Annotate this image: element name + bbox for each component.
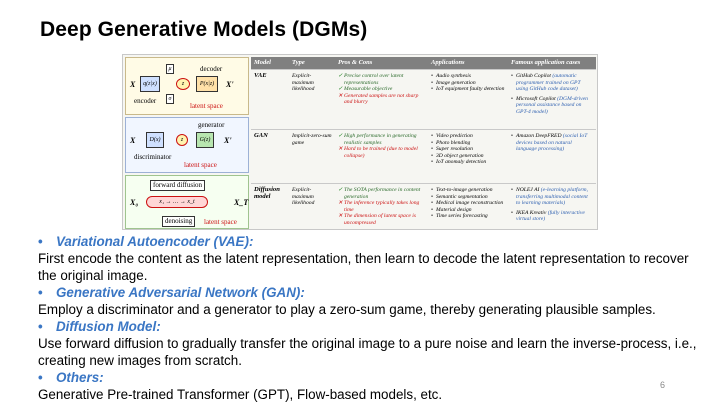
row-cases: GitHub Copilot (automatic programmer tra… — [508, 69, 596, 130]
application-item: Text-to-image generation — [431, 187, 505, 194]
vae-diagram: X q(z|x) encoder μ σ z P(x|z) decoder X'… — [125, 57, 249, 115]
table-row: GAN Implicit-zero-sum game ✓High perform… — [251, 129, 596, 184]
con-item: ✕Hard to be trained (due to model collap… — [338, 146, 418, 159]
diffusion-forward-label: forward diffusion — [150, 180, 206, 191]
vae-mu-node: μ — [166, 64, 174, 74]
dgm-figure: X q(z|x) encoder μ σ z P(x|z) decoder X'… — [122, 54, 598, 230]
application-item: 3D object generation — [431, 153, 505, 160]
vae-sigma-node: σ — [166, 94, 174, 104]
diffusion-xt: X_T — [234, 198, 249, 207]
application-item: Time series forecasting — [431, 213, 505, 220]
slide-title: Deep Generative Models (DGMs) — [40, 18, 368, 41]
con-item: ✕The inference typically takes long time — [338, 200, 420, 213]
gan-diagram: X D(x) discriminator z G(z) generator X'… — [125, 117, 249, 173]
row-cases: NOLEJ AI (e-learning platform, transferr… — [508, 183, 596, 229]
pro-item: ✓The SOTA performance in content generat… — [338, 187, 421, 200]
application-item: IoT equipment faulty detection — [431, 86, 505, 93]
diffusion-diagram: forward diffusion X₀ x₁ → … → x_t X_T de… — [125, 175, 249, 229]
vae-output-x: X' — [226, 80, 234, 89]
bullet-heading-others: •Others: — [38, 370, 104, 385]
application-item: Video prediction — [431, 133, 505, 140]
application-item: Audio synthesis — [431, 73, 505, 80]
pro-item: ✓Measurable objective — [338, 86, 393, 93]
row-type: Explicit-maximum likelihood — [289, 69, 335, 130]
gan-input-x: X — [130, 136, 136, 145]
gan-latent-label: latent space — [184, 161, 217, 169]
model-diagrams: X q(z|x) encoder μ σ z P(x|z) decoder X'… — [125, 57, 250, 229]
row-pros-cons: ✓Precise control over latent representat… — [335, 69, 428, 130]
col-header-pros-cons: Pros & Cons — [335, 57, 428, 70]
vae-latent-z: z — [176, 78, 190, 90]
row-cases: Amazon DeepFRED (social IoT devices base… — [508, 129, 596, 184]
bullet-body-others: Generative Pre-trained Transformer (GPT)… — [38, 387, 443, 402]
bullet-heading-diffusion: •Diffusion Model: — [38, 319, 161, 334]
gan-discriminator-label: discriminator — [134, 153, 172, 161]
case-item: NOLEJ AI (e-learning platform, transferr… — [511, 187, 593, 207]
row-model: Diffusion model — [251, 183, 289, 229]
row-type: Implicit-zero-sum game — [289, 129, 335, 184]
bullet-body-diffusion: Use forward diffusion to gradually trans… — [38, 336, 697, 368]
col-header-model: Model — [251, 57, 289, 70]
application-item: IoT anomaly detection — [431, 159, 505, 166]
vae-decoder-node: P(x|z) — [196, 76, 218, 92]
comparison-table: Model Type Pros & Cons Applications Famo… — [251, 57, 596, 229]
gan-discriminator-node: D(x) — [146, 132, 164, 148]
row-applications: Video prediction Photo blending Super re… — [428, 129, 508, 184]
vae-latent-label: latent space — [190, 102, 223, 110]
vae-decoder-label: decoder — [200, 65, 223, 73]
col-header-type: Type — [289, 57, 335, 70]
pro-item: ✓High performance in generating realisti… — [338, 133, 417, 146]
table-row: Diffusion model Explicit-maximum likelih… — [251, 183, 596, 229]
diffusion-denoising-label: denoising — [162, 216, 196, 227]
con-item: ✕The dimension of latent space is uncomp… — [338, 213, 416, 226]
row-pros-cons: ✓The SOTA performance in content generat… — [335, 183, 428, 229]
gan-output-x: X' — [224, 136, 232, 145]
case-item: IKEA Kreativ (fully interactive virtual … — [511, 210, 593, 223]
gan-latent-z: z — [176, 134, 188, 146]
row-pros-cons: ✓High performance in generating realisti… — [335, 129, 428, 184]
gan-generator-node: G(z) — [196, 132, 214, 148]
diffusion-x0: X₀ — [130, 198, 139, 207]
case-item: Microsoft Copilot (DGM-driven personal a… — [511, 96, 593, 116]
case-item: GitHub Copilot (automatic programmer tra… — [511, 73, 593, 93]
vae-encoder-label: encoder — [134, 97, 157, 105]
row-applications: Audio synthesis Image generation IoT equ… — [428, 69, 508, 130]
pro-item: ✓Precise control over latent representat… — [338, 73, 404, 86]
col-header-cases: Famous application cases — [508, 57, 596, 70]
application-item: Image generation — [431, 80, 505, 87]
case-item: Amazon DeepFRED (social IoT devices base… — [511, 133, 593, 153]
col-header-applications: Applications — [428, 57, 508, 70]
application-item: Semantic segmentation — [431, 194, 505, 201]
row-type: Explicit-maximum likelihood — [289, 183, 335, 229]
bullet-heading-gan: •Generative Adversarial Network (GAN): — [38, 285, 305, 300]
row-model: GAN — [251, 129, 289, 184]
application-item: Super resolution — [431, 146, 505, 153]
application-item: Material design — [431, 207, 505, 214]
diffusion-latent-label: latent space — [204, 218, 237, 226]
bullet-list: •Variational Autoencoder (VAE): First en… — [38, 233, 708, 403]
vae-encoder-node: q(z|x) — [140, 76, 160, 92]
con-item: ✕Generated samples are not sharp and blu… — [338, 92, 419, 106]
bullet-body-vae: First encode the content as the latent r… — [38, 251, 689, 283]
diffusion-chain: x₁ → … → x_t — [146, 196, 208, 208]
row-applications: Text-to-image generation Semantic segmen… — [428, 183, 508, 229]
row-model: VAE — [251, 69, 289, 130]
vae-input-x: X — [130, 80, 136, 89]
application-item: Medical image reconstruction — [431, 200, 505, 207]
application-item: Photo blending — [431, 140, 505, 147]
page-number: 6 — [660, 380, 666, 390]
gan-generator-label: generator — [198, 121, 225, 129]
table-row: VAE Explicit-maximum likelihood ✓Precise… — [251, 69, 596, 130]
bullet-body-gan: Employ a discriminator and a generator t… — [38, 302, 656, 317]
table-header-row: Model Type Pros & Cons Applications Famo… — [251, 57, 596, 70]
bullet-heading-vae: •Variational Autoencoder (VAE): — [38, 234, 254, 249]
